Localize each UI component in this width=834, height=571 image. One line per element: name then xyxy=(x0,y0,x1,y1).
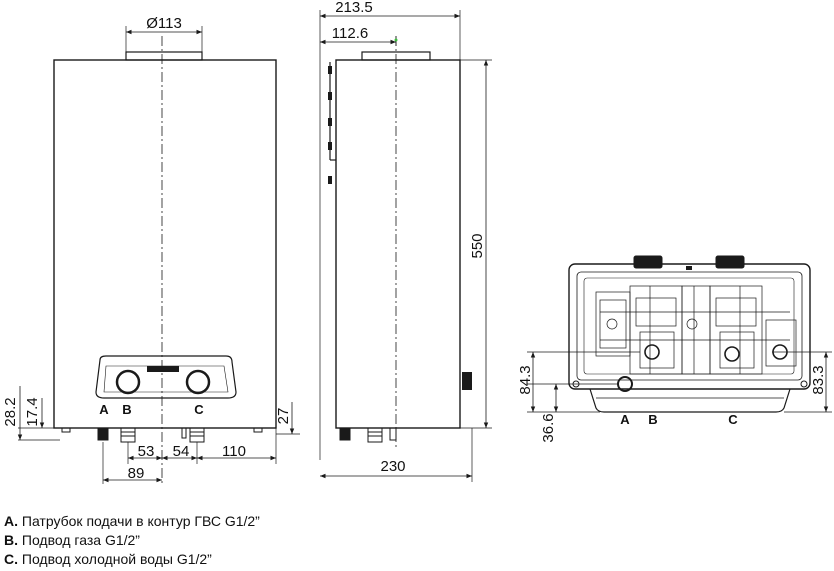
side-knob xyxy=(462,372,472,390)
legend-item-b: B. Подвод газа G1/2” xyxy=(4,531,260,550)
front-pipe-b xyxy=(120,427,136,443)
bottom-label-c: C xyxy=(728,412,738,427)
front-pipe-c xyxy=(189,427,205,443)
bottom-flue-left xyxy=(633,255,663,269)
front-body xyxy=(53,59,277,429)
front-label-a: A xyxy=(99,402,109,417)
dim-depth-bottom: 230 xyxy=(380,458,405,475)
dim-connection-height-inner: 17.4 xyxy=(24,397,41,426)
control-panel xyxy=(95,355,237,399)
legend-text: Патрубок подачи в контур ГВС G1/2” xyxy=(21,513,260,529)
dim-flue-offset: 112.6 xyxy=(332,25,368,42)
dim-spacing-bc: 54 xyxy=(173,443,190,460)
front-label-b: B xyxy=(122,402,131,417)
internal-components xyxy=(595,285,797,375)
bottom-label-a: A xyxy=(620,412,630,427)
legend: A. Патрубок подачи в контур ГВС G1/2” B.… xyxy=(4,512,260,569)
left-knob-icon xyxy=(115,369,141,395)
legend-text: Подвод газа G1/2” xyxy=(21,532,140,548)
front-label-c: C xyxy=(194,402,204,417)
dim-connection-height-outer: 28.2 xyxy=(2,397,19,426)
dim-bottom-height-right: 83.3 xyxy=(810,365,827,394)
bottom-flue-right xyxy=(715,255,745,269)
dim-bottom-height-left: 84.3 xyxy=(517,365,534,394)
legend-item-a: A. Патрубок подачи в контур ГВС G1/2” xyxy=(4,512,260,531)
side-view xyxy=(319,10,492,482)
right-knob-icon xyxy=(185,369,211,395)
side-pipe-b xyxy=(367,427,383,443)
bottom-view xyxy=(527,255,832,413)
side-body xyxy=(335,59,461,429)
brand-logo xyxy=(147,366,179,372)
bottom-label-b: B xyxy=(648,412,657,427)
dim-side-offset-bottom: 27 xyxy=(275,408,292,425)
legend-text: Подвод холодной воды G1/2” xyxy=(21,551,212,567)
dim-spacing-ab: 53 xyxy=(138,443,155,460)
front-view xyxy=(17,26,300,486)
legend-key: A. xyxy=(4,513,18,529)
dim-depth-total: 213.5 xyxy=(335,0,373,16)
dim-diameter-flue: Ø113 xyxy=(146,15,182,32)
dim-offset-a: 89 xyxy=(128,465,145,482)
legend-key: B. xyxy=(4,532,18,548)
flue-center-marker xyxy=(394,38,398,42)
bottom-outline xyxy=(568,263,811,390)
dim-spacing-c-edge: 110 xyxy=(222,443,246,460)
front-pipe-a xyxy=(97,427,109,441)
dim-height: 550 xyxy=(469,233,486,258)
side-pipe-a xyxy=(339,427,351,441)
legend-item-c: C. Подвод холодной воды G1/2” xyxy=(4,550,260,569)
front-flue-collar xyxy=(125,51,203,61)
legend-key: C. xyxy=(4,551,18,567)
dim-bottom-offset: 36.6 xyxy=(540,413,557,442)
bottom-base xyxy=(589,388,791,413)
